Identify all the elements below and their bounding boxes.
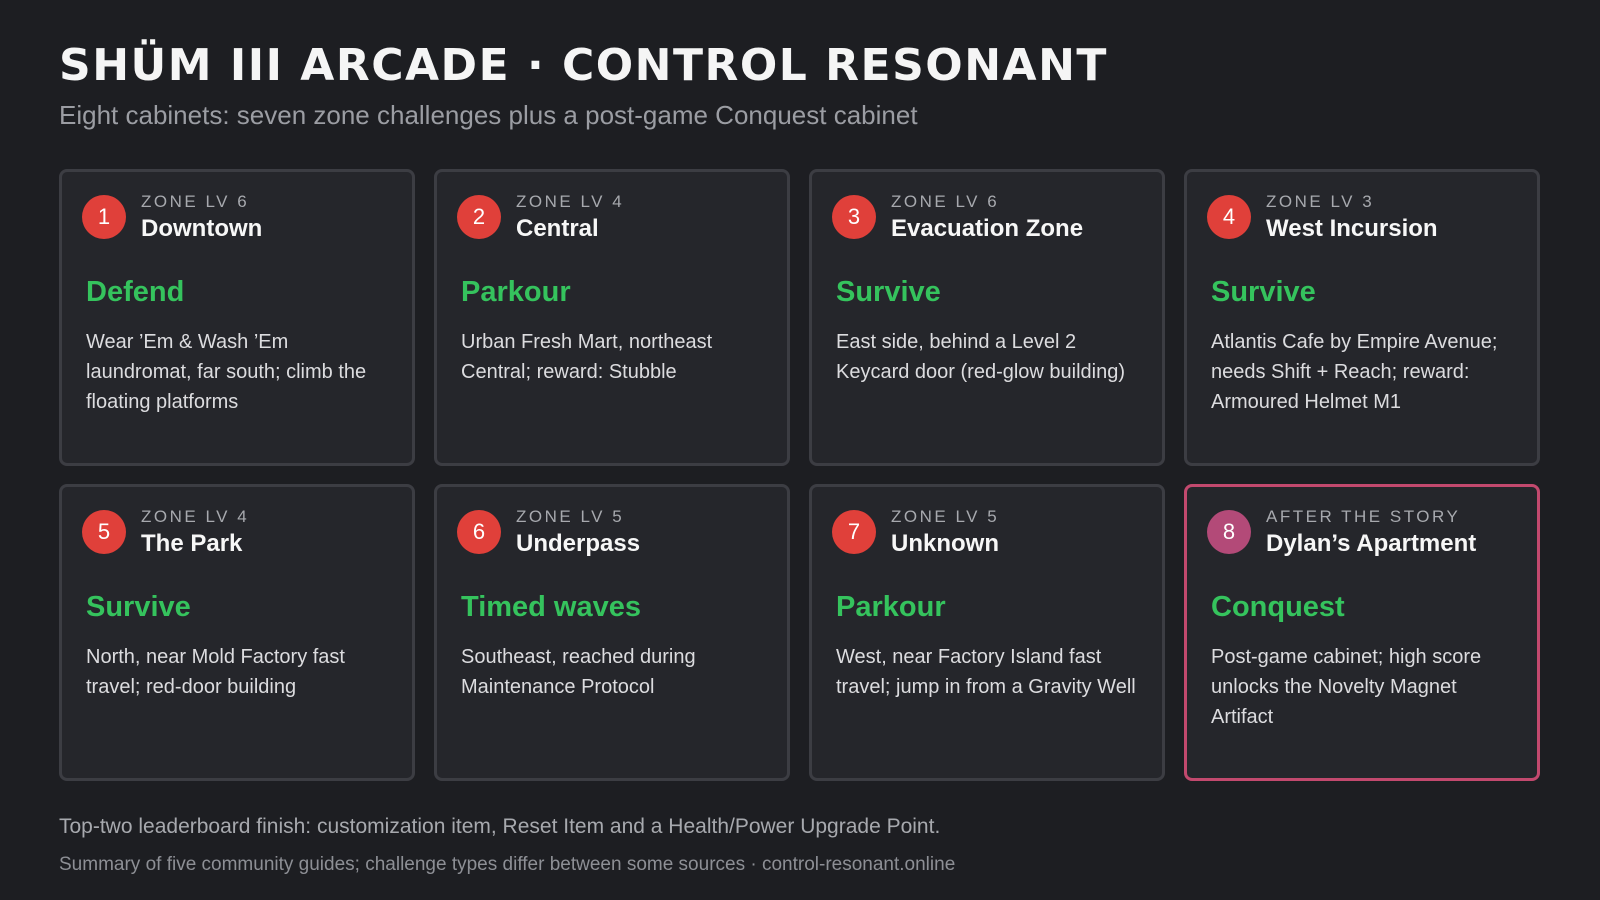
location-name: The Park [141,530,243,557]
cabinet-description: North, near Mold Factory fast travel; re… [86,646,345,698]
challenge-type: Parkour [836,591,946,623]
cabinet-card-5: 5 ZONE LV 4 The Park Survive North, near… [59,484,415,781]
challenge-type: Survive [86,591,191,623]
zone-level: ZONE LV 5 [516,507,625,526]
cabinet-description: Post-game cabinet; high score unlocks th… [1211,646,1482,728]
challenge-type: Parkour [461,276,571,308]
challenge-type: Timed waves [461,591,642,623]
number-badge: 7 [832,510,876,554]
location-name: Evacuation Zone [891,215,1084,242]
cabinet-card-2: 2 ZONE LV 4 Central Parkour Urban Fresh … [434,169,790,466]
card-heading: AFTER THE STORY Dylan’s Apartment [1266,507,1477,559]
card-header: 7 ZONE LV 5 Unknown [832,507,1140,569]
cabinet-description: East side, behind a Level 2 Keycard door… [836,331,1126,383]
number-badge: 8 [1207,510,1251,554]
cabinet-grid: 1 ZONE LV 6 Downtown Defend Wear ’Em & W… [59,169,1541,781]
number-badge: 1 [82,195,126,239]
source-footer: Summary of five community guides; challe… [59,854,956,875]
number-badge: 5 [82,510,126,554]
cabinet-card-6: 6 ZONE LV 5 Underpass Timed waves Southe… [434,484,790,781]
cabinet-description: West, near Factory Island fast travel; j… [836,646,1136,698]
number-badge: 6 [457,510,501,554]
card-heading: ZONE LV 6 Evacuation Zone [891,192,1084,244]
zone-level: ZONE LV 6 [141,192,250,211]
location-name: Downtown [141,215,263,242]
card-header: 3 ZONE LV 6 Evacuation Zone [832,192,1140,254]
cabinet-description: Wear ’Em & Wash ’Em laundromat, far sout… [86,331,367,413]
card-heading: ZONE LV 6 Downtown [141,192,263,244]
location-name: Dylan’s Apartment [1266,530,1477,557]
page-title: SHÜM III ARCADE · CONTROL RESONANT [59,40,1108,91]
card-header: 4 ZONE LV 3 West Incursion [1207,192,1515,254]
cabinet-description: Southeast, reached during Maintenance Pr… [461,646,696,698]
page-subtitle: Eight cabinets: seven zone challenges pl… [59,100,918,130]
location-name: West Incursion [1266,215,1438,242]
cabinet-description: Atlantis Cafe by Empire Avenue; needs Sh… [1211,331,1498,413]
zone-level: ZONE LV 4 [516,192,625,211]
number-badge: 3 [832,195,876,239]
cabinet-card-3: 3 ZONE LV 6 Evacuation Zone Survive East… [809,169,1165,466]
card-header: 8 AFTER THE STORY Dylan’s Apartment [1207,507,1515,569]
challenge-type: Survive [1211,276,1316,308]
cabinet-card-1: 1 ZONE LV 6 Downtown Defend Wear ’Em & W… [59,169,415,466]
cabinet-card-8: 8 AFTER THE STORY Dylan’s Apartment Conq… [1184,484,1540,781]
challenge-type: Defend [86,276,185,308]
challenge-type: Conquest [1211,591,1345,623]
zone-level: AFTER THE STORY [1266,507,1461,526]
location-name: Central [516,215,599,242]
challenge-type: Survive [836,276,941,308]
cabinet-card-4: 4 ZONE LV 3 West Incursion Survive Atlan… [1184,169,1540,466]
card-heading: ZONE LV 3 West Incursion [1266,192,1438,244]
number-badge: 2 [457,195,501,239]
card-heading: ZONE LV 4 The Park [141,507,250,559]
card-heading: ZONE LV 4 Central [516,192,625,244]
cabinet-card-7: 7 ZONE LV 5 Unknown Parkour West, near F… [809,484,1165,781]
card-heading: ZONE LV 5 Unknown [891,507,1000,559]
card-header: 1 ZONE LV 6 Downtown [82,192,390,254]
number-badge: 4 [1207,195,1251,239]
zone-level: ZONE LV 5 [891,507,1000,526]
zone-level: ZONE LV 6 [891,192,1000,211]
card-header: 2 ZONE LV 4 Central [457,192,765,254]
card-header: 6 ZONE LV 5 Underpass [457,507,765,569]
leaderboard-note: Top-two leaderboard finish: customizatio… [59,815,941,838]
card-header: 5 ZONE LV 4 The Park [82,507,390,569]
card-heading: ZONE LV 5 Underpass [516,507,641,559]
location-name: Unknown [891,530,999,557]
location-name: Underpass [516,530,641,557]
cabinet-description: Urban Fresh Mart, northeast Central; rew… [461,331,713,383]
zone-level: ZONE LV 4 [141,507,250,526]
zone-level: ZONE LV 3 [1266,192,1375,211]
